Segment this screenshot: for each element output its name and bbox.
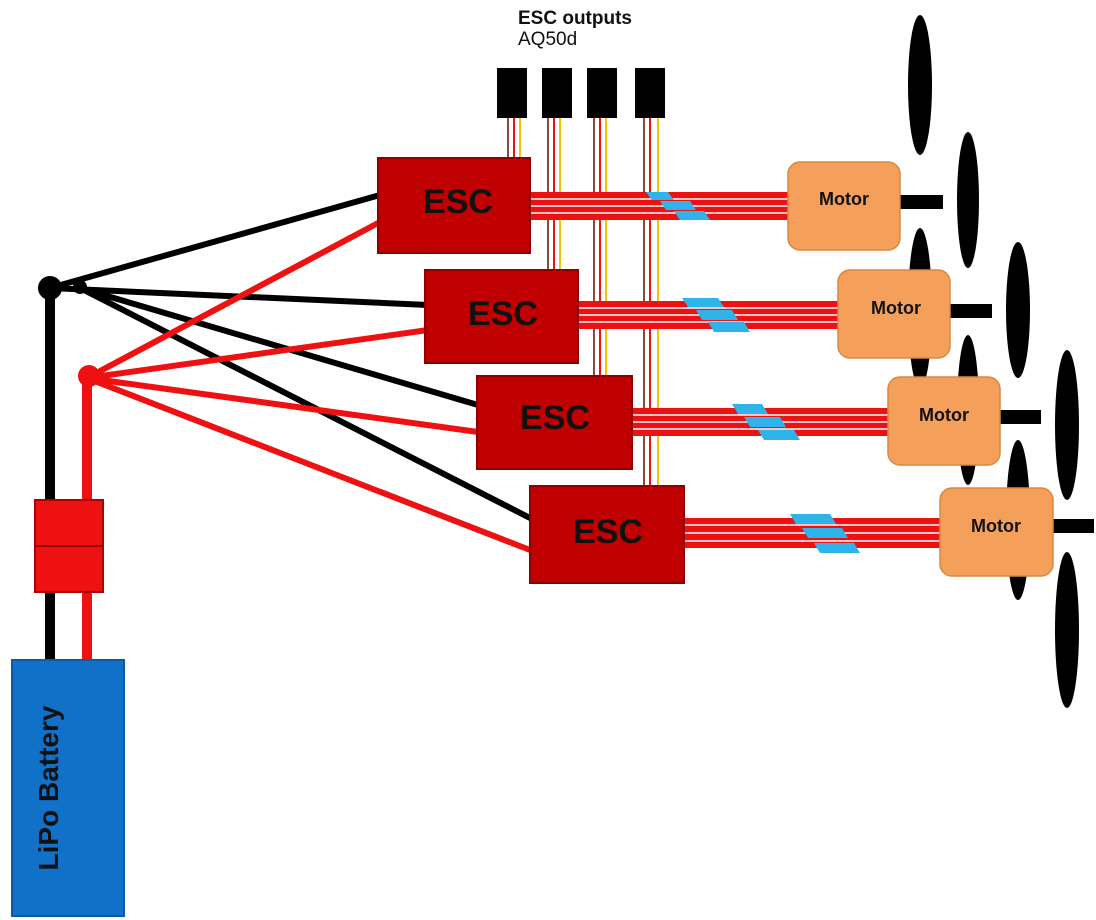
motor-label: Motor [871, 298, 921, 318]
heatshrink [802, 528, 848, 538]
motor-shaft [1048, 519, 1094, 533]
motor-shaft [948, 304, 992, 318]
positive-wire-esc-4 [84, 375, 533, 553]
positive-wire-esc-1 [84, 219, 383, 381]
negative-wire-esc-4 [77, 285, 533, 521]
motor-shafts [898, 195, 1094, 533]
esc-label: ESC [423, 183, 493, 221]
negative-wire-esc-3 [77, 285, 481, 408]
motor-label: Motor [919, 405, 969, 425]
heatshrink [682, 298, 724, 307]
signal-connectors [497, 68, 665, 118]
battery-label: LiPo Battery [33, 705, 64, 870]
motor-label: Motor [971, 516, 1021, 536]
signal-connector-2[interactable] [542, 68, 572, 118]
esc-label: ESC [520, 399, 590, 437]
phase-wires-4 [680, 514, 945, 553]
heatshrink [660, 201, 696, 210]
heatshrink [646, 192, 674, 200]
esc-label: ESC [573, 513, 643, 551]
esc-3[interactable]: ESC [476, 375, 633, 470]
positive-wire-esc-2 [84, 327, 431, 381]
esc-1[interactable]: ESC [377, 157, 531, 254]
positive-distribution [84, 219, 533, 553]
phase-wires-1 [530, 192, 795, 220]
motor-4[interactable]: Motor [939, 487, 1054, 577]
negative-junction [38, 276, 62, 300]
motor-3[interactable]: Motor [887, 376, 1001, 466]
heatshrink [708, 322, 750, 332]
heatshrink [732, 404, 768, 414]
esc-label: ESC [468, 295, 538, 333]
heatshrink [674, 211, 710, 220]
positive-junction [78, 365, 100, 387]
controller-model-label: AQ50d [518, 29, 578, 50]
phase-wires [530, 192, 945, 553]
propeller-4 [1055, 350, 1079, 708]
heatshrink [790, 514, 836, 524]
negative-wire-esc-1 [47, 192, 383, 291]
esc-2[interactable]: ESC [424, 269, 579, 364]
lipo-battery[interactable]: LiPo Battery [11, 659, 125, 917]
heatshrink [758, 430, 800, 440]
motor-shaft [997, 410, 1041, 424]
heatshrink [814, 543, 860, 553]
battery-connector[interactable] [34, 499, 104, 593]
negative-junction [73, 280, 87, 294]
motor-2[interactable]: Motor [837, 269, 951, 359]
motor-1[interactable]: Motor [787, 161, 901, 251]
phase-wires-2 [578, 298, 846, 332]
phase-wires-3 [630, 404, 895, 440]
signal-connector-4[interactable] [635, 68, 665, 118]
motor-shaft [898, 195, 943, 209]
motor-label: Motor [819, 189, 869, 209]
signal-connector-3[interactable] [587, 68, 617, 118]
propellers [908, 15, 1079, 708]
esc-4[interactable]: ESC [529, 485, 685, 584]
battery-leads [45, 288, 92, 665]
signal-connector-1[interactable] [497, 68, 527, 118]
diagram-title: ESC outputs [518, 8, 632, 29]
heatshrink [744, 417, 786, 427]
heatshrink [696, 310, 738, 320]
positive-wire-esc-3 [84, 375, 481, 435]
